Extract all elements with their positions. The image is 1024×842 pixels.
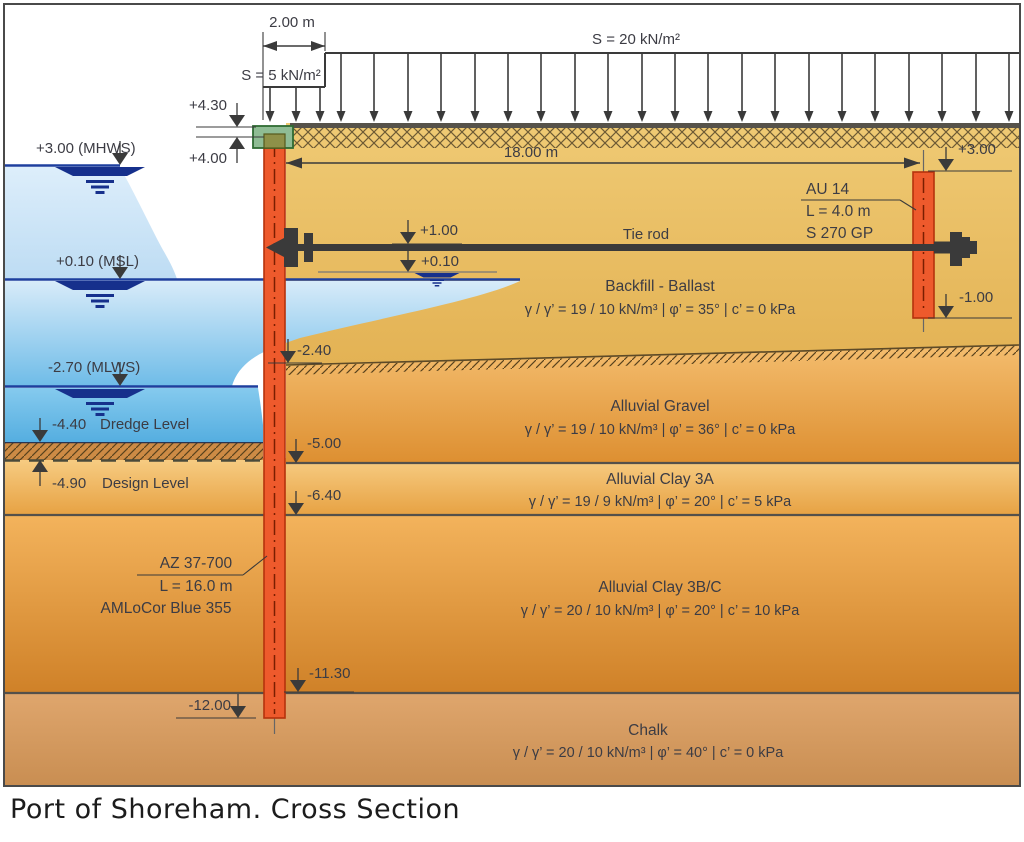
tie-rod-label: Tie rod [623, 226, 669, 243]
anchor-section-label: AU 14 [806, 181, 849, 198]
chalk-props: γ / γ’ = 20 / 10 kN/m³ | φ’ = 40° | c’ =… [513, 745, 784, 761]
level-mlws: -2.70 (MLWS) [48, 359, 140, 376]
level-mhws: +3.00 (MHWS) [36, 140, 136, 157]
local-surcharge-label: S = 5 kN/m² [241, 67, 321, 84]
anchor-length-label: L = 4.0 m [806, 203, 870, 220]
anchor-nut-left [304, 233, 313, 262]
wall-length-label: L = 16.0 m [159, 578, 232, 595]
dim-arrow-left [263, 41, 277, 51]
tie-rod-left-head [266, 238, 284, 257]
anchor-nut-right [962, 237, 970, 258]
dim-18m-label: 18.00 m [504, 144, 558, 161]
pile-head-in-beam [263, 133, 286, 149]
annotations: 2.00 m S = 5 kN/m² S = 20 kN/m² +4.30 +4… [36, 14, 996, 761]
water-band-mlws [5, 388, 263, 442]
cross-section-drawing: 2.00 m S = 5 kN/m² S = 20 kN/m² +4.30 +4… [3, 3, 1021, 787]
anchor-label-leader [899, 199, 917, 211]
level-tie-rod: +1.00 [420, 222, 458, 239]
drawing-title: Port of Shoreham. Cross Section [10, 794, 461, 825]
water-band-msl [5, 281, 520, 386]
drawing-border [3, 3, 1021, 787]
level-markers [176, 126, 1012, 719]
layer-chalk [5, 693, 1019, 785]
level-dredge-name: Dredge Level [100, 416, 189, 433]
level-groundwater: +0.10 [421, 253, 459, 270]
gravel-name: Alluvial Gravel [610, 398, 709, 415]
waling-plate-left [284, 228, 298, 267]
clay3a-props: γ / γ’ = 19 / 9 kN/m³ | φ’ = 20° | c’ = … [529, 494, 792, 510]
groundwater-mark [318, 271, 497, 287]
level-dredge-value: -4.40 [52, 416, 86, 433]
seabed-hatch [5, 443, 263, 460]
level-chalk-top: -11.30 [309, 665, 350, 682]
wall-steel-label: AMLoCor Blue 355 [101, 600, 232, 617]
anchor-steel-label: S 270 GP [806, 225, 873, 242]
level-design-name: Design Level [102, 475, 189, 492]
level-cap-top: +4.30 [189, 97, 227, 114]
backfill-gravel-boundary [285, 344, 1020, 366]
gravel-props: γ / γ’ = 19 / 10 kN/m³ | φ’ = 36° | c’ =… [525, 422, 796, 438]
level-anchor-top: +3.00 [958, 141, 996, 158]
clay3bc-name: Alluvial Clay 3B/C [598, 579, 721, 596]
level-anchor-bottom: -1.00 [959, 289, 993, 306]
backfill-name: Backfill - Ballast [605, 278, 715, 295]
wall-section-label: AZ 37-700 [160, 555, 233, 572]
layer-clay3bc [5, 515, 1019, 693]
level-pile-tip: -12.00 [188, 697, 231, 714]
waling-plate-right [950, 232, 962, 266]
dim18-arrow-left [286, 157, 302, 169]
clay3a-name: Alluvial Clay 3A [606, 471, 714, 488]
gravel-top-hatch [286, 346, 1019, 375]
rod-collar-right [934, 241, 950, 254]
backfill-props: γ / γ’ = 19 / 10 kN/m³ | φ’ = 35° | c’ =… [525, 302, 796, 318]
tie-rod-group [266, 228, 977, 267]
tie-rod-dimension [286, 157, 920, 169]
level-gravel-bottom: -5.00 [307, 435, 341, 452]
tie-rod [284, 244, 975, 251]
clay3bc-props: γ / γ’ = 20 / 10 kN/m³ | φ’ = 20° | c’ =… [521, 603, 801, 619]
anchor-nut-end [970, 241, 977, 254]
level-ground: +4.00 [189, 150, 227, 167]
wall-label-leader [242, 555, 268, 576]
water-band-mhws [5, 167, 177, 279]
level-clay3a-bottom: -6.40 [307, 487, 341, 504]
water [5, 164, 520, 442]
ground-hatch-band [292, 128, 1019, 148]
level-design-value: -4.90 [52, 475, 86, 492]
dim-2m-label: 2.00 m [269, 14, 315, 31]
dim18-arrow-right [904, 157, 920, 169]
surcharge-loads [262, 32, 1019, 123]
leader-lines [137, 199, 917, 576]
layer-gravel [286, 345, 1019, 463]
sheet-pile-wall [252, 125, 294, 734]
chalk-name: Chalk [628, 722, 668, 739]
layer-clay3a [5, 458, 1019, 515]
level-backfill-bottom: -2.40 [297, 342, 331, 359]
main-surcharge-label: S = 20 kN/m² [592, 31, 680, 48]
level-msl: +0.10 (MSL) [56, 253, 139, 270]
dim-arrow-right [311, 41, 325, 51]
anchor-wall [912, 150, 935, 332]
